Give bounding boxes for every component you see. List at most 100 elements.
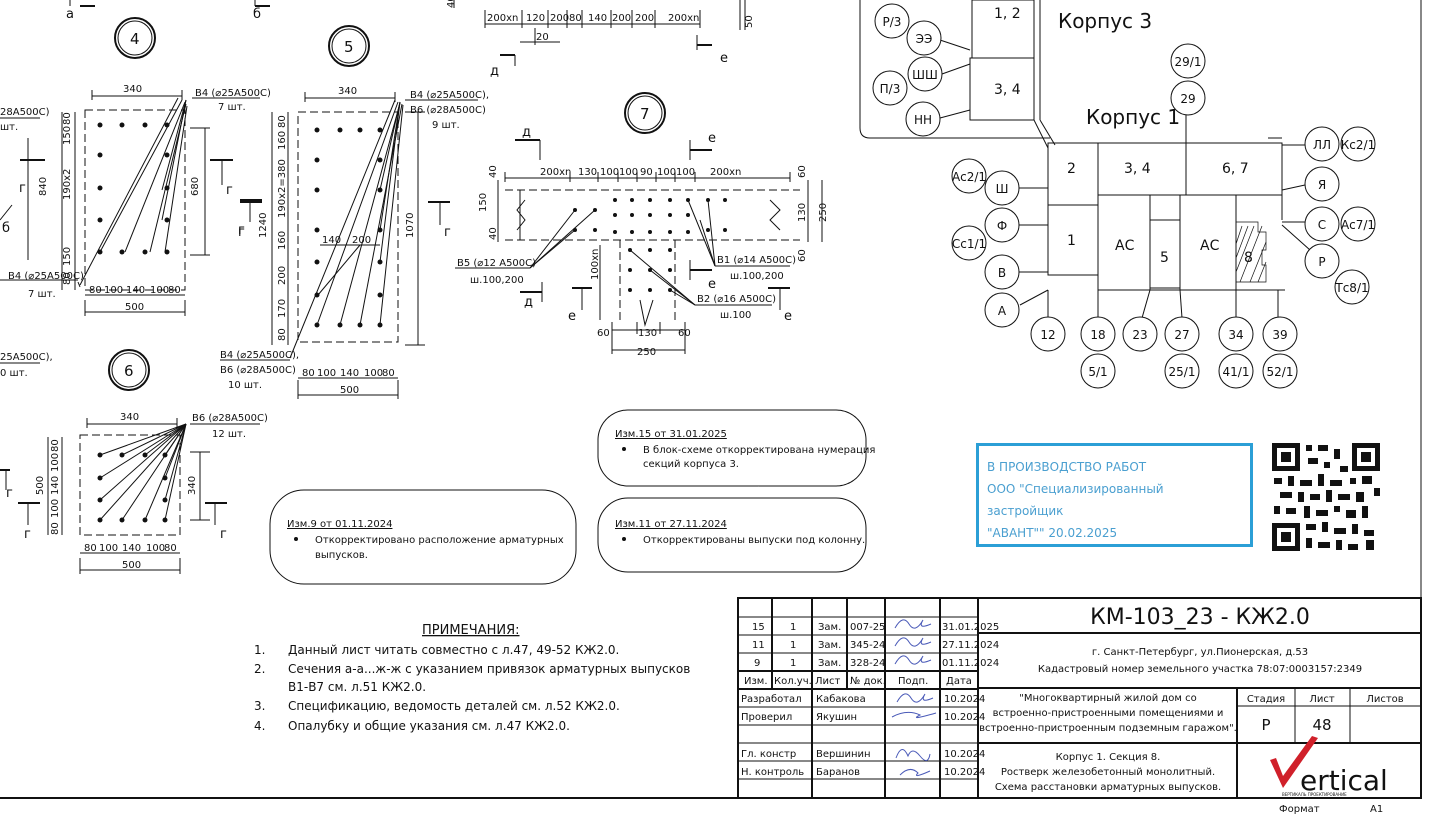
s4-dim-row1: 190х2 <box>62 169 73 200</box>
corpus-1-label: Корпус 1 <box>1086 105 1180 129</box>
axis-bottom-4: 34 <box>1228 328 1243 342</box>
s7-callout-0: В5 (⌀12 А500С) <box>457 258 536 269</box>
address: г. Санкт-Петербург, ул.Пионерская, д.53 <box>1092 647 1308 658</box>
note-3-num: 3. <box>254 699 265 713</box>
axis-bottom2-3: 52/1 <box>1267 365 1294 379</box>
s6-dim-bottom: 500 <box>122 560 141 571</box>
notes-title: ПРИМЕЧАНИЯ: <box>422 623 520 638</box>
rev-row-1-izm: 11 <box>752 640 765 651</box>
section-4: 4 <box>0 17 271 316</box>
s5-dim-v2: 1070 <box>405 213 416 238</box>
rev-row-1-list: Зам. <box>818 640 841 651</box>
s5-left-0: 80 <box>277 115 288 128</box>
s4-bot-2: 140 <box>126 285 145 296</box>
axis-bottom2-1: 25/1 <box>1169 365 1196 379</box>
axis-bottom-3: 27 <box>1174 328 1189 342</box>
s6-left-2: 140 <box>50 476 61 495</box>
rev-11-title: Изм.11 от 27.11.2024 <box>615 519 727 530</box>
rev-row-0-doc: 007-25 <box>850 622 885 633</box>
logo-text: ertical <box>1300 764 1388 797</box>
role-4: Н. контроль <box>741 767 804 778</box>
date-3: 10.2024 <box>944 749 985 760</box>
s7-callout-0-sub: ш.100,200 <box>470 275 524 286</box>
s7-bottom-0: 60 <box>597 328 610 339</box>
axis-left-9: В <box>998 266 1006 280</box>
vertical-logo: ertical ВЕРТИКАЛЬ ПРОЕКТИРОВАНИЕ <box>1270 736 1388 797</box>
s4-callout: В4 (⌀25А500С) <box>195 88 271 99</box>
desc-2: Ростверк железобетонный монолитный. <box>1001 767 1215 778</box>
s6-dim-v1: 500 <box>35 476 46 495</box>
s4-dim-top: 340 <box>123 84 142 95</box>
s4-bot-0: 80 <box>89 285 102 296</box>
s6-cut-left: г <box>24 527 31 542</box>
s6-bot-0: 80 <box>84 543 97 554</box>
format-label: Формат <box>1279 804 1320 815</box>
top-dim-5: 200 <box>612 13 631 24</box>
axis-left-10: А <box>998 304 1007 318</box>
note-4-num: 4. <box>254 719 265 733</box>
s7-top-7: 200хn <box>710 167 741 178</box>
section-5-number: 5 <box>344 38 354 56</box>
stamp-line-3: застройщик <box>987 504 1064 518</box>
s7-cut-e1: е <box>708 131 716 146</box>
s7-top-5: 100 <box>657 167 676 178</box>
s4-dim-v1: 840 <box>38 177 49 196</box>
s7-left-0: 40 <box>488 165 499 178</box>
rev-row-1-kol: 1 <box>790 640 796 651</box>
s5-left-3: 160 <box>277 231 288 250</box>
s7-right-2: 60 <box>797 249 808 262</box>
logo-subtext: ВЕРТИКАЛЬ ПРОЕКТИРОВАНИЕ <box>1282 792 1347 797</box>
signatures <box>891 619 937 777</box>
s5-left-6: 80 <box>277 328 288 341</box>
block-9: 8 <box>1244 250 1253 266</box>
frag-3: 0 шт. <box>0 368 28 379</box>
site-plan: Корпус 3 Корпус 1 1, 2 3, 4 2 3, 4 6, 7 … <box>859 0 1376 389</box>
s4-cut-left: г <box>19 181 26 196</box>
s5-left-2: 190х2=380 <box>277 159 288 218</box>
s4-dim-row3b: 150 <box>62 247 73 266</box>
s6-left-1: 100 <box>50 453 61 472</box>
block-5: 1 <box>1067 233 1076 249</box>
axis-right-0: ЛЛ <box>1313 138 1331 152</box>
s5-cut-right: г <box>444 225 451 240</box>
rev-15-text1: В блок-схеме откорректирована нумерация <box>643 445 875 456</box>
s6-cut-right: г <box>220 527 227 542</box>
date-0: 10.2024 <box>944 694 985 705</box>
s5-qty: 9 шт. <box>432 120 460 131</box>
top-dim-4: 140 <box>588 13 607 24</box>
notes: ПРИМЕЧАНИЯ: 1. Данный лист читать совмес… <box>254 623 690 733</box>
rev-row-0-izm: 15 <box>752 622 765 633</box>
s5-qty-left: 10 шт. <box>228 380 262 391</box>
s4-qty: 7 шт. <box>218 102 246 113</box>
s7-left-2: 40 <box>488 227 499 240</box>
axis-left-3: П/3 <box>880 82 901 96</box>
stamp-line-2: ООО "Специализированный <box>987 482 1164 496</box>
hdr-doc: № док. <box>850 676 886 687</box>
s6-qty: 12 шт. <box>212 429 246 440</box>
block-2: 2 <box>1067 161 1076 177</box>
rev-row-2-date: 01.11.2024 <box>942 658 999 669</box>
s5-cut-left: г <box>238 225 245 240</box>
top-dim-side: 50 <box>744 15 755 28</box>
s7-bottom2: 250 <box>637 347 656 358</box>
s5-bot-1: 100 <box>317 368 336 379</box>
note-3-text: Спецификацию, ведомость деталей см. л.52… <box>288 699 620 713</box>
s4-callout-left: В4 (⌀25А500С) <box>8 271 84 282</box>
s7-left-1: 150 <box>478 193 489 212</box>
top-strip-section: 200хn 120 200 80 140 200 200 200хn 20 50… <box>66 0 755 79</box>
section-4-number: 4 <box>130 30 140 48</box>
axis-top-1: 29 <box>1180 92 1195 106</box>
frag-1: шт. <box>0 122 18 133</box>
desc-1: Корпус 1. Секция 8. <box>1056 752 1161 763</box>
s4-bot-1: 100 <box>104 285 123 296</box>
s5-callout: В4 (⌀25А500С), <box>410 90 489 101</box>
s6-bot-1: 100 <box>99 543 118 554</box>
cut-g-frag: г <box>6 486 13 501</box>
s4-dim-bottom: 500 <box>125 302 144 313</box>
sheet-value: 48 <box>1312 716 1331 734</box>
cadastre: Кадастровый номер земельного участка 78:… <box>1038 664 1362 675</box>
s6-dim-top: 340 <box>120 412 139 423</box>
role-3: Гл. констр <box>741 749 796 760</box>
s7-cut-e3: е <box>708 277 716 292</box>
